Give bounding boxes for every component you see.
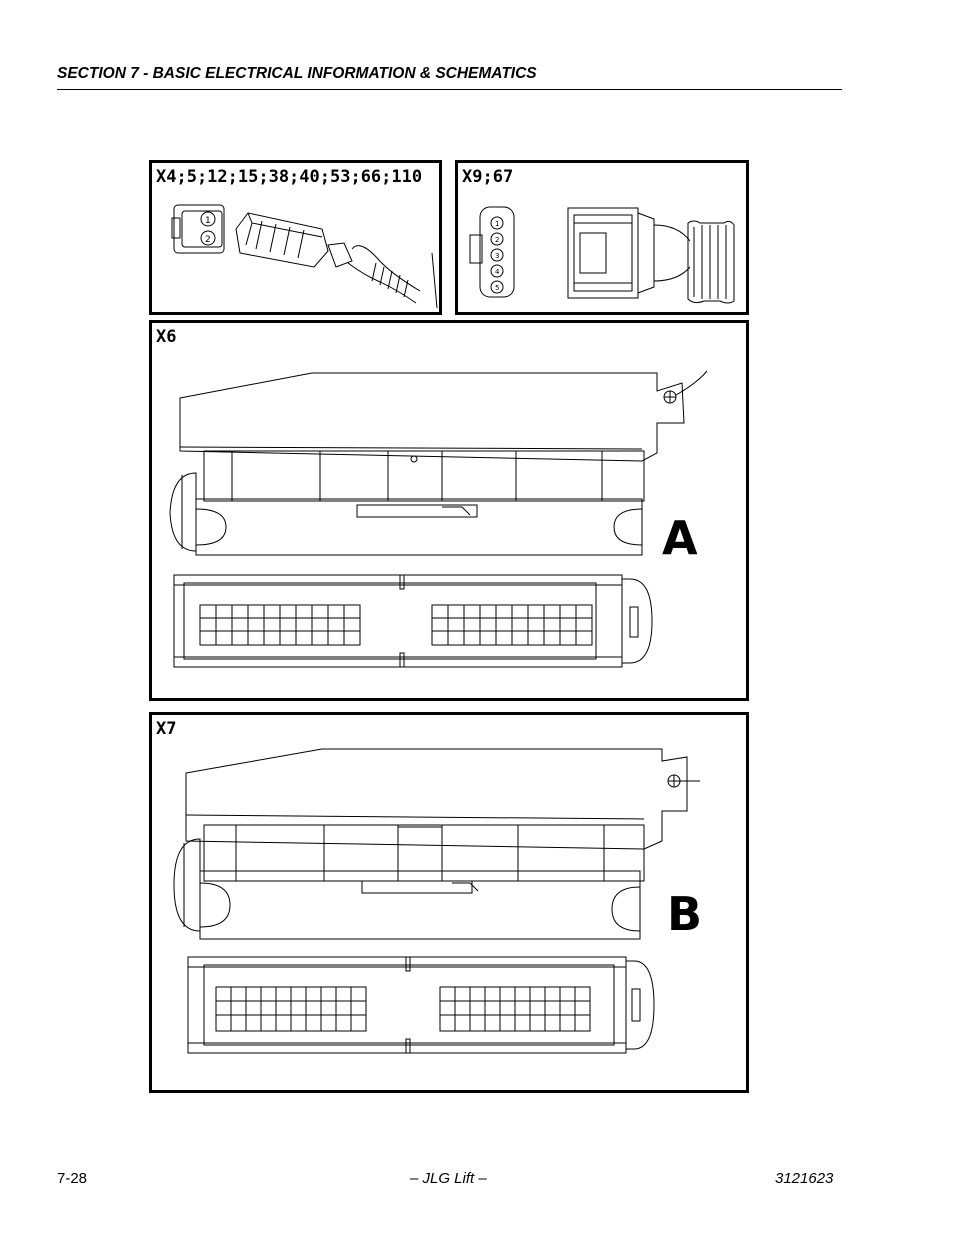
pin-1 xyxy=(200,211,216,227)
connector-panel-x7: X7 B xyxy=(149,712,749,1093)
connector-panel-x6: X6 A xyxy=(149,320,749,701)
footer-center: – JLG Lift – xyxy=(410,1170,487,1187)
connector-letter-a: A xyxy=(662,511,698,565)
panel-label-x6: X6 xyxy=(156,327,177,347)
pin-label-5: 5 xyxy=(495,284,499,292)
connector-x6-drawing xyxy=(169,370,708,668)
section-title: SECTION 7 - BASIC ELECTRICAL INFORMATION… xyxy=(57,65,537,82)
panel-label-x7: X7 xyxy=(156,719,177,739)
pin-label-2: 2 xyxy=(495,236,499,244)
connector-panel-2pin: X4;5;12;15;38;40;53;66;110 1 2 xyxy=(149,160,442,315)
connector-panel-5pin: X9;67 1 2 3 xyxy=(455,160,749,315)
panel-label-5pin: X9;67 xyxy=(462,167,514,187)
document-number: 3121623 xyxy=(775,1170,834,1187)
header-rule xyxy=(57,89,842,90)
pin-label-4: 4 xyxy=(495,268,500,276)
pin-label-1: 1 xyxy=(205,216,211,226)
pin-2 xyxy=(200,230,216,246)
connector-letter-b: B xyxy=(667,887,703,941)
connector-x7-drawing xyxy=(173,748,700,1054)
pin-label-2: 2 xyxy=(205,235,211,245)
panel-label-2pin: X4;5;12;15;38;40;53;66;110 xyxy=(156,167,423,187)
pin-label-3: 3 xyxy=(495,252,499,260)
pin-label-1: 1 xyxy=(495,220,499,228)
connector-5pin-drawing: 1 2 3 4 5 xyxy=(469,206,735,304)
connector-2pin-drawing: 1 2 xyxy=(171,204,438,309)
page-number: 7-28 xyxy=(57,1170,88,1187)
